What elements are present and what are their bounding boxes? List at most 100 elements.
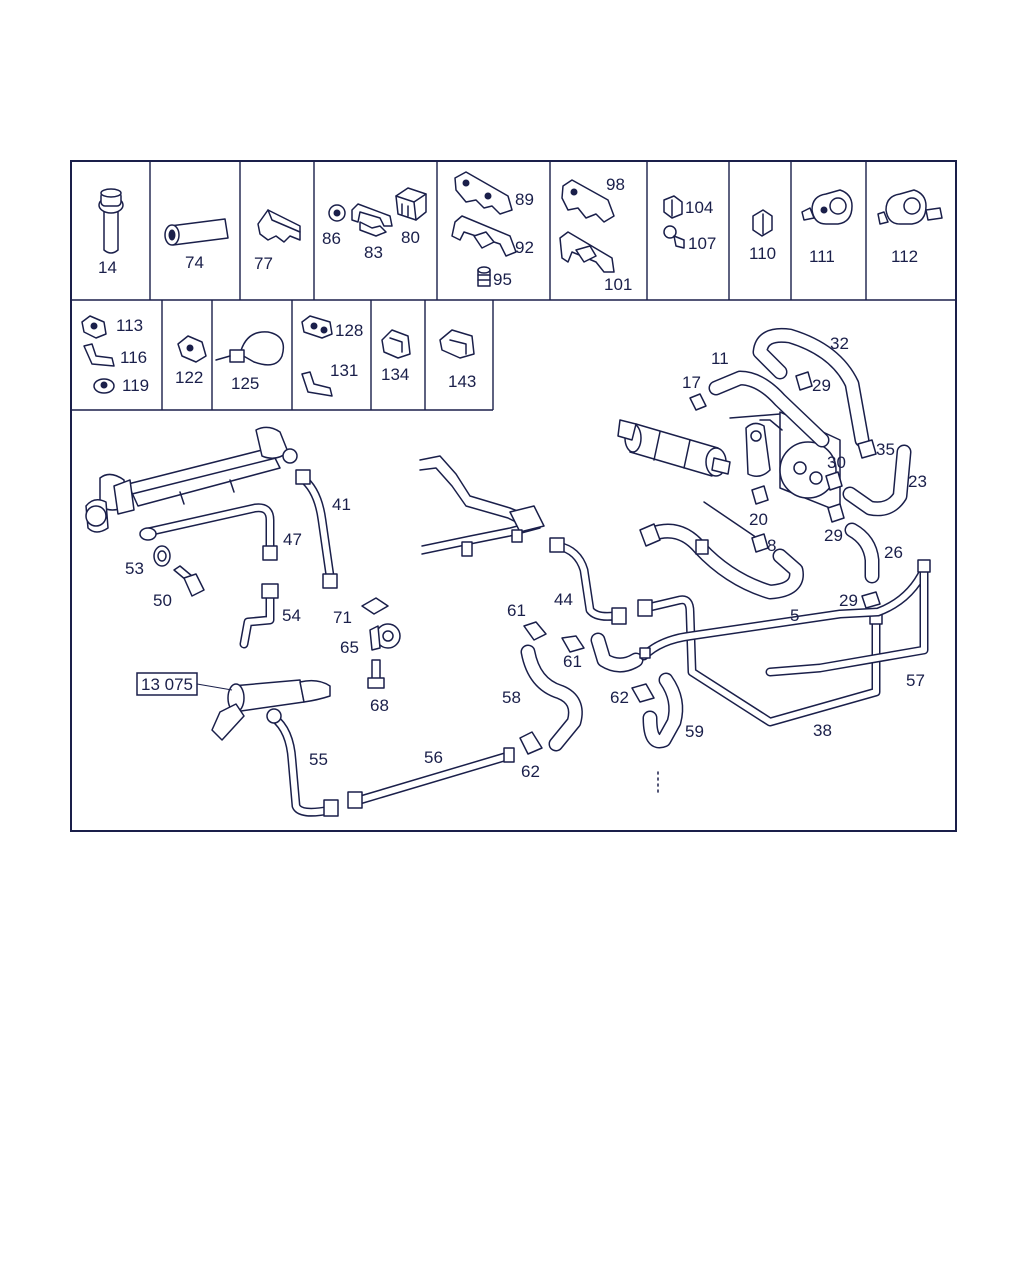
label-131: 131 bbox=[330, 361, 358, 380]
label-110: 110 bbox=[749, 244, 776, 263]
label-89: 89 bbox=[515, 190, 534, 209]
clamp-62-a bbox=[519, 731, 543, 755]
clamp-62-b bbox=[631, 683, 655, 703]
clip-71 bbox=[361, 597, 389, 615]
part-80-icon bbox=[395, 187, 427, 221]
label-119: 119 bbox=[122, 376, 149, 395]
mount-bracket bbox=[419, 455, 545, 557]
bolt-50 bbox=[173, 565, 205, 597]
pipe-55 bbox=[266, 708, 339, 817]
part-95-icon bbox=[477, 266, 491, 287]
part-98-icon bbox=[561, 179, 615, 223]
label-80: 80 bbox=[401, 228, 420, 247]
callout-35: 35 bbox=[876, 440, 895, 459]
hose-58 bbox=[520, 644, 583, 752]
callout-54: 54 bbox=[282, 606, 301, 625]
label-98: 98 bbox=[606, 175, 625, 194]
callout-8: 8 bbox=[767, 536, 776, 555]
top-row-grid bbox=[71, 161, 956, 301]
pipe-57 bbox=[639, 559, 931, 677]
flange-65 bbox=[369, 623, 401, 651]
callout-11: 11 bbox=[711, 349, 729, 368]
label-107: 107 bbox=[688, 234, 716, 253]
part-119-icon bbox=[93, 378, 115, 394]
hose-5 bbox=[639, 523, 804, 600]
callout-23: 23 bbox=[908, 472, 927, 491]
callout-61-a: 61 bbox=[507, 601, 526, 620]
part-74-icon bbox=[164, 218, 229, 246]
callout-71: 71 bbox=[333, 608, 352, 627]
label-101: 101 bbox=[604, 275, 632, 294]
label-74: 74 bbox=[185, 253, 204, 272]
part-128-icon bbox=[301, 315, 333, 339]
label-104: 104 bbox=[685, 198, 713, 217]
callout-30: 30 bbox=[827, 453, 846, 472]
label-113: 113 bbox=[116, 316, 143, 335]
callout-47: 47 bbox=[283, 530, 302, 549]
part-86-icon bbox=[328, 204, 346, 222]
diagram-frame bbox=[70, 160, 957, 832]
second-row-grid bbox=[71, 300, 494, 411]
pipe-56 bbox=[347, 747, 515, 809]
callout-68: 68 bbox=[370, 696, 389, 715]
label-128: 128 bbox=[335, 321, 363, 340]
hose-23 bbox=[842, 444, 912, 517]
callout-55: 55 bbox=[309, 750, 328, 769]
label-77: 77 bbox=[254, 254, 273, 273]
part-110-icon bbox=[752, 209, 773, 237]
callout-61-b: 61 bbox=[563, 652, 582, 671]
fuel-rail-assembly bbox=[85, 426, 298, 533]
part-113-icon bbox=[81, 315, 107, 339]
label-122: 122 bbox=[175, 368, 203, 387]
label-143: 143 bbox=[448, 372, 476, 391]
callout-29-b: 29 bbox=[824, 526, 843, 545]
part-116-icon bbox=[83, 343, 115, 367]
part-14-icon bbox=[98, 188, 124, 254]
label-83: 83 bbox=[364, 243, 383, 262]
part-143-icon bbox=[439, 329, 475, 359]
part-77-icon bbox=[257, 209, 301, 243]
pipe-54 bbox=[239, 583, 279, 649]
part-101-icon bbox=[559, 231, 615, 273]
callout-56: 56 bbox=[424, 748, 443, 767]
label-92: 92 bbox=[515, 238, 534, 257]
callout-29-a: 29 bbox=[812, 376, 831, 395]
callout-29-c: 29 bbox=[839, 591, 858, 610]
part-107-icon bbox=[663, 225, 685, 249]
ref-13075-label: 13 075 bbox=[141, 675, 193, 694]
part-112-icon bbox=[877, 189, 943, 225]
label-14: 14 bbox=[98, 258, 117, 277]
callout-20: 20 bbox=[749, 510, 768, 529]
label-95: 95 bbox=[493, 270, 512, 289]
damper-13075 bbox=[136, 672, 331, 741]
callout-62-b: 62 bbox=[521, 762, 540, 781]
pipe-41 bbox=[295, 469, 338, 589]
callout-32: 32 bbox=[830, 334, 849, 353]
callout-50: 50 bbox=[153, 591, 172, 610]
callout-26: 26 bbox=[884, 543, 903, 562]
callout-17: 17 bbox=[682, 373, 701, 392]
callout-41: 41 bbox=[332, 495, 351, 514]
label-111: 111 bbox=[809, 247, 835, 266]
label-134: 134 bbox=[381, 365, 409, 384]
part-125-icon bbox=[215, 331, 285, 366]
callout-59: 59 bbox=[685, 722, 704, 741]
pipe-44 bbox=[549, 537, 627, 625]
callout-labels: 32 11 17 29 30 35 23 20 29 8 26 5 29 57 … bbox=[125, 334, 927, 781]
callout-38: 38 bbox=[813, 721, 832, 740]
part-89-icon bbox=[454, 171, 513, 215]
callout-53: 53 bbox=[125, 559, 144, 578]
part-83-icon bbox=[351, 203, 393, 237]
part-92-icon bbox=[451, 215, 517, 257]
pipe-47 bbox=[139, 503, 278, 561]
callout-62-a: 62 bbox=[610, 688, 629, 707]
clamp-61-b bbox=[561, 635, 585, 653]
part-111-icon bbox=[801, 189, 853, 225]
screw-68 bbox=[367, 659, 385, 689]
callout-58: 58 bbox=[502, 688, 521, 707]
hose-59 bbox=[590, 632, 684, 749]
second-row-labels: 113 116 119 122 125 128 131 134 143 bbox=[116, 316, 476, 395]
label-112: 112 bbox=[891, 247, 918, 266]
part-122-icon bbox=[177, 335, 207, 363]
